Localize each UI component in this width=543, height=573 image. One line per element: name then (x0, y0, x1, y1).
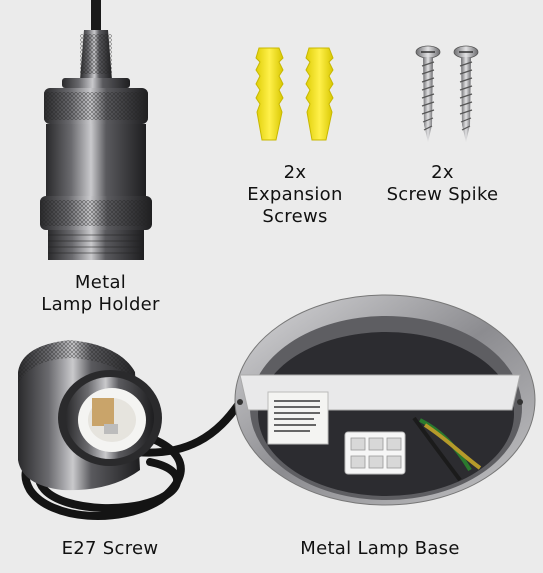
screw-spike-caption: 2x Screw Spike (375, 162, 510, 206)
e27-screw-caption: E27 Screw (61, 538, 159, 559)
expansion-screws-caption-line3: Screws (262, 206, 328, 227)
e27-socket-image (18, 340, 162, 491)
lamp-holder-image (40, 0, 152, 260)
expansion-screws-caption-line2: Expansion (247, 184, 343, 205)
lamp-holder-caption: Metal Lamp Holder (18, 272, 183, 316)
expansion-screws-caption-line1: 2x (283, 162, 307, 183)
metal-lamp-base-caption: Metal Lamp Base (300, 538, 460, 559)
expansion-screws-caption: 2x Expansion Screws (230, 162, 360, 228)
lamp-holder-caption-line1: Metal (74, 272, 127, 293)
expansion-anchor-image (255, 47, 334, 141)
screw-spike-caption-line1: 2x (431, 162, 454, 183)
lamp-holder-caption-line2: Lamp Holder (41, 294, 160, 315)
screw-spike-caption-line2: Screw Spike (386, 184, 499, 205)
metal-base-image (234, 294, 536, 506)
screw-spike-image (415, 45, 479, 142)
